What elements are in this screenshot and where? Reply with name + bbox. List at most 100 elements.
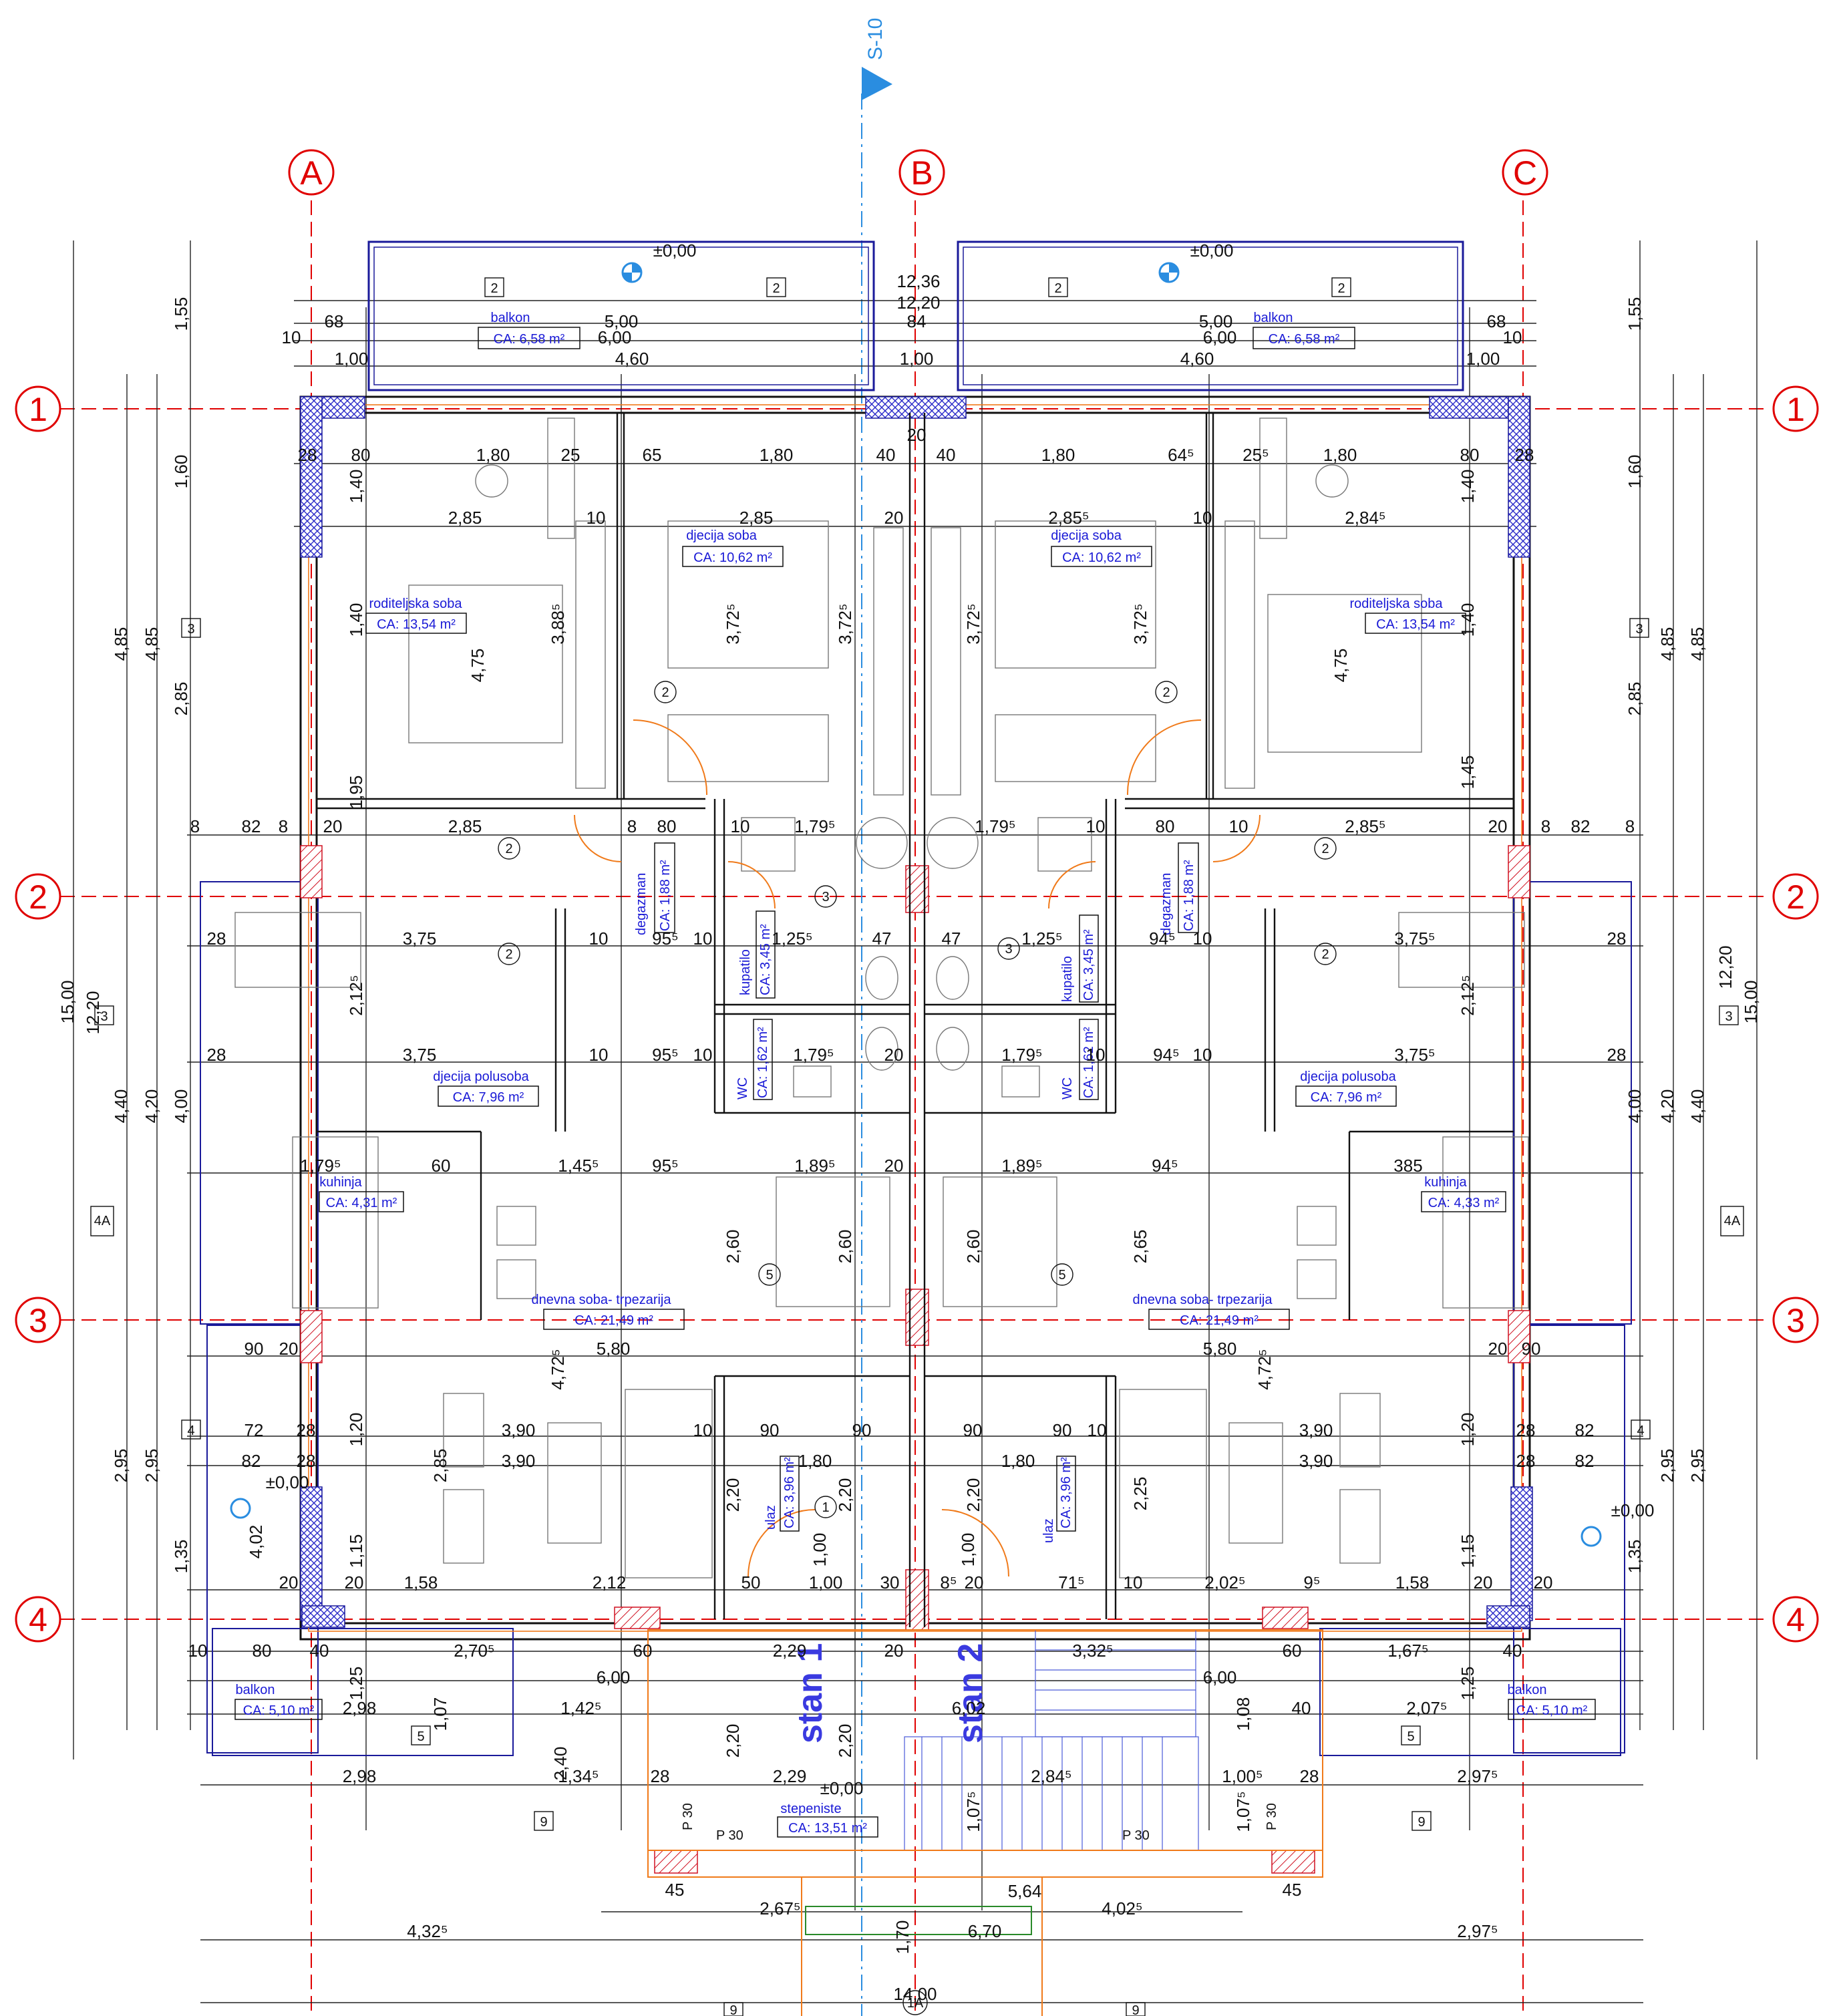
svg-text:balkon: balkon [491,311,530,325]
svg-text:1,07⁵: 1,07⁵ [963,1791,983,1832]
svg-text:1,20: 1,20 [1458,1413,1478,1447]
svg-text:4,40: 4,40 [1687,1089,1707,1124]
svg-text:60: 60 [1283,1641,1302,1661]
svg-text:dnevna soba- trpezarija: dnevna soba- trpezarija [531,1293,671,1307]
room-label-degazman-l: degazman CA: 1,88 m² [634,842,675,935]
svg-text:3,90: 3,90 [502,1451,536,1471]
svg-text:1,35: 1,35 [171,1540,191,1574]
svg-text:28: 28 [1607,1045,1627,1065]
unit-label-right: stan 2 [951,1643,990,1743]
svg-text:2,40: 2,40 [550,1747,570,1781]
svg-text:kupatilo: kupatilo [738,949,753,995]
room-label-kupatilo-l: kupatilo CA: 3,45 m² [738,910,776,999]
partition-tags: P 30 P 30 P 30 P 30 [681,1803,1279,1843]
svg-text:2: 2 [1162,685,1170,700]
svg-text:kuhinja: kuhinja [1424,1175,1467,1190]
entry-landing [805,1906,1032,1935]
svg-text:90: 90 [244,1339,264,1359]
svg-text:1,07: 1,07 [430,1697,450,1731]
svg-text:P 30: P 30 [681,1803,695,1830]
svg-text:CA: 21,49 m²: CA: 21,49 m² [1180,1313,1259,1328]
svg-text:10: 10 [731,816,750,836]
svg-text:2: 2 [505,947,512,962]
svg-text:8: 8 [279,816,288,836]
svg-text:CA: 3,96 m²: CA: 3,96 m² [1059,1457,1073,1528]
svg-text:72: 72 [244,1420,264,1440]
svg-text:10: 10 [1086,816,1106,836]
svg-text:3: 3 [29,1302,47,1339]
svg-text:1,80: 1,80 [476,445,510,465]
svg-text:2,98: 2,98 [343,1766,377,1786]
svg-text:20: 20 [345,1572,364,1592]
svg-text:1: 1 [1786,391,1805,428]
svg-text:1,00: 1,00 [900,349,934,369]
svg-text:3,88⁵: 3,88⁵ [548,603,568,644]
svg-text:2,29: 2,29 [773,1641,807,1661]
svg-text:2,20: 2,20 [835,1724,855,1758]
axis-bubble-1-right: 1 [1772,385,1819,432]
svg-text:2: 2 [1054,281,1061,296]
svg-text:60: 60 [633,1641,653,1661]
svg-text:dnevna soba- trpezarija: dnevna soba- trpezarija [1132,1293,1273,1307]
svg-text:94⁵: 94⁵ [1149,929,1176,949]
svg-text:8: 8 [627,816,637,836]
svg-text:10: 10 [1229,816,1249,836]
svg-text:kuhinja: kuhinja [319,1175,362,1190]
svg-text:1A: 1A [907,1996,924,2011]
svg-text:2,29: 2,29 [773,1766,807,1786]
svg-text:CA: 4,31 m²: CA: 4,31 m² [326,1196,397,1210]
svg-text:1,60: 1,60 [171,455,191,489]
dimension-text-vertical-center: 3,72⁵ 3,72⁵ 3,72⁵ 3,72⁵ 3,88⁵ 4,75 4,75 … [246,603,1351,1954]
dimension-text-top: 12,36 12,20 5,00 5,00 6,00 6,00 4,60 4,6… [282,271,1522,369]
svg-text:28: 28 [1516,1451,1536,1471]
svg-text:ulaz: ulaz [1041,1518,1056,1543]
svg-text:4,85: 4,85 [1687,627,1707,661]
svg-text:20: 20 [884,1045,904,1065]
svg-text:2,20: 2,20 [723,1724,743,1758]
svg-text:90: 90 [1053,1420,1072,1440]
svg-text:25: 25 [561,445,580,465]
svg-text:4,85: 4,85 [142,627,162,661]
svg-text:3,75: 3,75 [403,1045,437,1065]
svg-text:4A: 4A [94,1214,111,1228]
svg-text:3,72⁵: 3,72⁵ [963,603,983,644]
svg-text:1,80: 1,80 [1323,445,1357,465]
room-label-dnevna-r: dnevna soba- trpezarija CA: 21,49 m² [1132,1293,1290,1330]
svg-text:20: 20 [884,1156,904,1176]
svg-text:4,75: 4,75 [468,649,488,683]
dimension-text-row9: 10 80 40 2,70⁵ 60 2,29 20 3,32⁵ 60 1,67⁵… [188,1641,1522,1718]
svg-text:10: 10 [1193,1045,1212,1065]
svg-text:40: 40 [310,1641,329,1661]
svg-text:degazman: degazman [634,873,649,935]
svg-text:3,90: 3,90 [1299,1420,1333,1440]
axis-bubble-1-left: 1 [15,385,61,432]
staircase [904,1629,1199,1851]
svg-text:12,20: 12,20 [83,991,103,1034]
svg-text:CA: 1,62 m²: CA: 1,62 m² [1081,1027,1096,1098]
dimension-text-row7: 72 28 3,90 10 90 90 90 90 10 3,90 28 82 … [242,1420,1595,1471]
svg-text:2,60: 2,60 [835,1230,855,1264]
svg-text:20: 20 [965,1572,984,1592]
svg-text:djecija polusoba: djecija polusoba [1300,1069,1396,1084]
svg-text:2,84⁵: 2,84⁵ [1031,1766,1071,1786]
svg-text:roditeljska soba: roditeljska soba [1350,597,1444,611]
svg-text:2,85: 2,85 [1625,682,1645,716]
room-label-balkon-bl: balkon CA: 5,10 m² [234,1683,323,1720]
svg-text:CA: 13,54 m²: CA: 13,54 m² [1376,617,1455,632]
svg-text:90: 90 [760,1420,780,1440]
svg-text:10: 10 [1503,327,1522,347]
svg-text:15,00: 15,00 [57,980,77,1023]
svg-text:12,36: 12,36 [896,271,940,291]
svg-text:20: 20 [1534,1572,1553,1592]
svg-text:20: 20 [884,1641,904,1661]
svg-text:20: 20 [1474,1572,1493,1592]
svg-text:6,70: 6,70 [968,1921,1002,1941]
svg-text:4,85: 4,85 [111,627,131,661]
svg-text:1,40: 1,40 [346,470,366,504]
furniture [234,417,1529,1578]
svg-text:4: 4 [187,1423,194,1438]
svg-text:2,85: 2,85 [171,682,191,716]
svg-text:2,12⁵: 2,12⁵ [346,975,366,1015]
svg-text:1,89⁵: 1,89⁵ [1001,1156,1042,1176]
stair-entry [647,1629,1323,2016]
